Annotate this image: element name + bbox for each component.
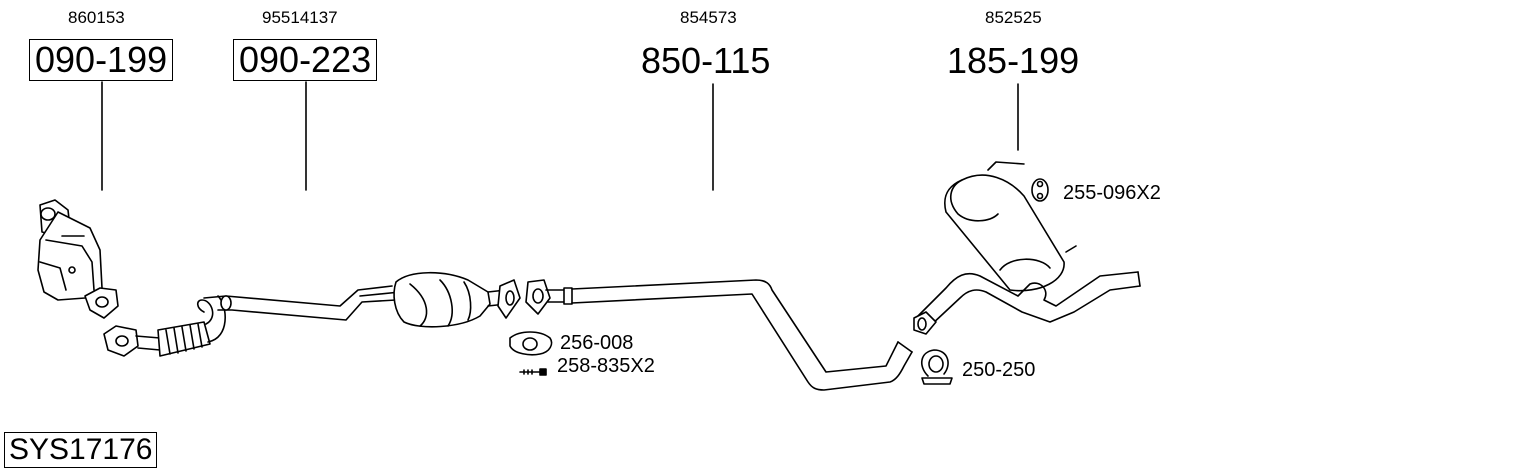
front-pipe-drawing — [103, 271, 521, 357]
rear-silencer-drawing — [913, 161, 1141, 335]
clamp-drawing — [921, 349, 953, 385]
middle-pipe-drawing — [525, 279, 913, 391]
oem-number-852525: 852525 — [985, 8, 1042, 27]
accessory-label-255-096x2[interactable]: 255-096X2 — [1063, 182, 1161, 204]
accessory-label-256-008[interactable]: 256-008 — [560, 332, 634, 354]
system-id: SYS17176 — [4, 432, 158, 468]
accessory-label-250-250[interactable]: 250-250 — [962, 359, 1036, 381]
accessory-label-258-835x2[interactable]: 258-835X2 — [557, 355, 655, 377]
part-number-090-199[interactable]: 090-199 — [29, 39, 174, 81]
oem-number-95514137: 95514137 — [262, 8, 338, 27]
part-number-090-223[interactable]: 090-223 — [233, 39, 378, 81]
bolt-drawing — [519, 368, 547, 376]
gasket-drawing — [509, 331, 553, 356]
oem-number-860153: 860153 — [68, 8, 125, 27]
oem-number-854573: 854573 — [680, 8, 737, 27]
rubber-mount-drawing — [1031, 178, 1049, 202]
part-number-185-199[interactable]: 185-199 — [947, 40, 1080, 81]
part-number-850-115[interactable]: 850-115 — [641, 40, 771, 81]
front-catalyst-drawing — [37, 199, 119, 319]
